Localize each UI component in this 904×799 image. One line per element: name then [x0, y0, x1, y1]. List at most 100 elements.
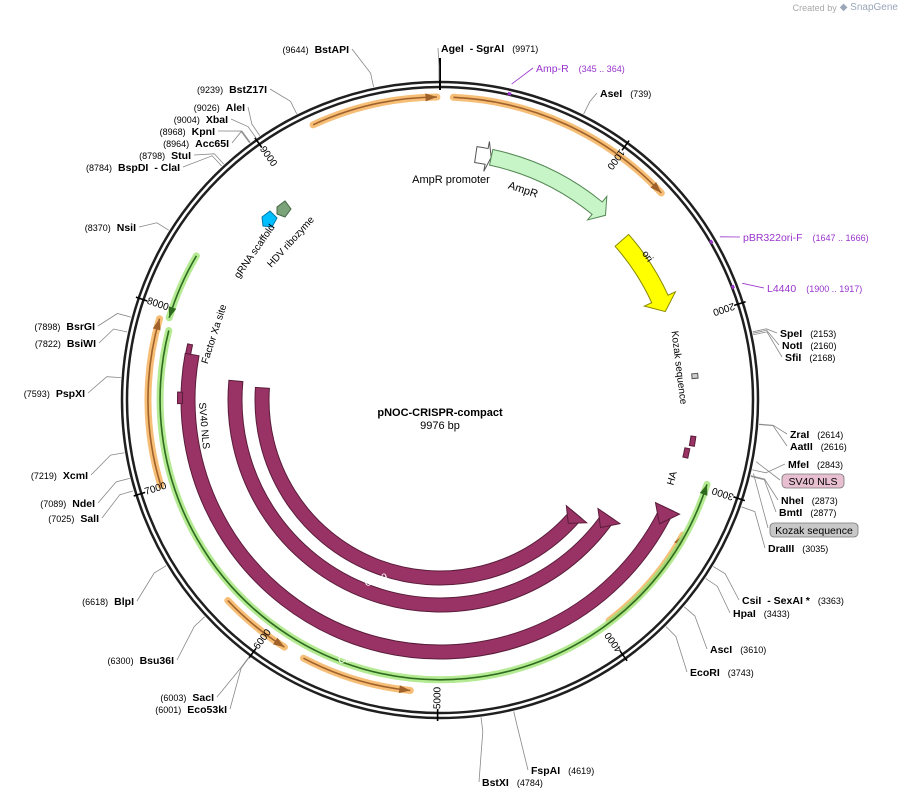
enzyme-site-xbai[interactable]: (9004)XbaI: [174, 114, 257, 139]
enzyme-site-fspai[interactable]: FspAI(4619): [513, 711, 594, 777]
enzyme-site-bstapi[interactable]: (9644)BstAPI: [283, 44, 374, 88]
enzyme-label[interactable]: BstXI(4784): [482, 777, 543, 789]
ha-block-1: [688, 435, 697, 447]
enzyme-site-kpni[interactable]: (8968)KpnI: [160, 126, 251, 143]
enzyme-site-bsu36i[interactable]: (6300)Bsu36I: [108, 616, 205, 667]
primer-l4440[interactable]: L4440(1900 .. 1917): [730, 282, 862, 295]
enzyme-site-mfei[interactable]: MfeI(2843): [752, 459, 843, 474]
tick-label-4000: 4000: [603, 629, 625, 654]
enzyme-label[interactable]: AscI(3610): [710, 644, 766, 656]
enzyme-label[interactable]: (7219)XcmI: [31, 470, 88, 482]
orange-feature-bottom-head: [398, 685, 411, 694]
enzyme-site-zrai[interactable]: ZraI(2614): [759, 423, 843, 441]
enzyme-label[interactable]: BmtI(2877): [779, 507, 836, 519]
enzyme-site-bstxi[interactable]: BstXI(4784): [478, 717, 543, 789]
enzyme-label[interactable]: CsiI- SexAI *(3363): [742, 595, 844, 607]
enzyme-label[interactable]: (6001)Eco53kI: [155, 704, 227, 716]
enzyme-label[interactable]: FspAI(4619): [531, 765, 594, 777]
enzyme-label[interactable]: NheI(2873): [781, 495, 838, 507]
enzyme-site-csii[interactable]: CsiI- SexAI *(3363): [713, 566, 844, 607]
enzyme-label[interactable]: AseI(739): [600, 88, 651, 100]
primer-amp-r[interactable]: Amp-R(345 .. 364): [507, 63, 625, 96]
enzyme-label[interactable]: ZraI(2614): [790, 429, 843, 441]
enzyme-label[interactable]: (6300)Bsu36I: [108, 655, 175, 667]
enzyme-label[interactable]: (8964)Acc65I: [163, 138, 229, 150]
enzyme-label[interactable]: (9026)AleI: [194, 102, 245, 114]
enzyme-site-noti[interactable]: NotI(2160): [752, 329, 836, 352]
enzyme-label[interactable]: (8370)NsiI: [85, 222, 136, 234]
enzyme-label[interactable]: (7025)SalI: [48, 513, 99, 525]
enzyme-site-spei[interactable]: SpeI(2153): [752, 328, 837, 340]
enzyme-label[interactable]: (7593)PspXI: [24, 388, 85, 400]
enzyme-label[interactable]: EcoRI(3743): [690, 667, 754, 679]
enzyme-label[interactable]: (8784)BspDI- ClaI: [86, 162, 180, 174]
enzyme-label[interactable]: (6618)BlpI: [82, 596, 134, 608]
enzyme-site-saci[interactable]: (6003)SacI: [160, 656, 250, 704]
enzyme-label[interactable]: SpeI(2153): [780, 328, 836, 340]
enzyme-site-sfii[interactable]: SfiI (2168): [753, 331, 835, 364]
enzyme-site-alei[interactable]: (9026)AleI: [194, 102, 261, 136]
map-length: 9976 bp: [420, 420, 460, 432]
enzyme-site-agei[interactable]: AgeI- SgrAI(9971): [437, 43, 538, 81]
enzyme-leader-line: [437, 47, 440, 81]
enzyme-label[interactable]: HpaI(3433): [733, 608, 790, 620]
enzyme-label[interactable]: (9004)XbaI: [174, 114, 228, 126]
primer-labels[interactable]: Amp-R(345 .. 364) pBR322ori-F(1647 .. 166…: [507, 63, 869, 295]
enzyme-site-ecori[interactable]: EcoRI(3743): [665, 626, 754, 679]
enzyme-leader-line: [247, 106, 261, 136]
enzyme-site-eco53ki[interactable]: (6001)Eco53kI: [155, 656, 250, 716]
orange-feature-bottom: [300, 654, 414, 694]
enzyme-label[interactable]: SfiI (2168): [785, 352, 835, 364]
snapgene-logo: ◆ SnapGene: [839, 2, 898, 13]
enzyme-site-acc65i[interactable]: (8964)Acc65I: [163, 130, 250, 150]
enzyme-site-blpi[interactable]: (6618)BlpI: [82, 565, 167, 608]
enzyme-site-xcmi[interactable]: (7219)XcmI: [31, 452, 125, 482]
enzyme-label[interactable]: MfeI(2843): [788, 459, 843, 471]
primer-range: (1647 .. 1666): [813, 233, 869, 243]
enzyme-site-pspxi[interactable]: (7593)PspXI: [24, 376, 121, 400]
enzyme-site-nhei[interactable]: NheI(2873): [750, 475, 838, 507]
enzyme-position: (9004): [174, 115, 200, 125]
enzyme-label[interactable]: (8798)StuI: [139, 150, 191, 162]
enzyme-site-bmti[interactable]: BmtI(2877): [750, 476, 837, 519]
orange-feature-bottom-left-head: [272, 637, 285, 648]
enzyme-leader-line: [217, 130, 251, 143]
enzyme-site-asci[interactable]: AscI(3610): [683, 606, 766, 656]
primer-label[interactable]: pBR322ori-F(1647 .. 1666): [743, 232, 869, 244]
enzyme-label[interactable]: (7822)BsiWI: [35, 338, 96, 350]
enzyme-label[interactable]: NotI(2160): [782, 340, 836, 352]
enzyme-label[interactable]: (7898)BsrGI: [34, 321, 95, 333]
enzyme-name: AscI: [710, 644, 732, 656]
enzyme-site-bstz17i[interactable]: (9239)BstZ17I: [197, 84, 298, 115]
primer-label[interactable]: Amp-R(345 .. 364): [536, 63, 625, 75]
enzyme-label[interactable]: (6003)SacI: [160, 692, 214, 704]
enzyme-position: (2168): [809, 353, 835, 363]
enzyme-site-bsrgi[interactable]: (7898)BsrGI: [34, 313, 132, 333]
enzyme-label[interactable]: (9239)BstZ17I: [197, 84, 267, 96]
enzyme-label[interactable]: (8968)KpnI: [160, 126, 215, 138]
primer-pbr322ori-f[interactable]: pBR322ori-F(1647 .. 1666): [709, 232, 869, 245]
enzyme-label[interactable]: (9644)BstAPI: [283, 44, 350, 56]
enzyme-site-draiii[interactable]: DraIII(3035): [741, 506, 829, 555]
enzyme-leader-line: [759, 424, 788, 447]
enzyme-name: SfiI: [785, 352, 801, 364]
primer-label[interactable]: L4440(1900 .. 1917): [767, 283, 862, 295]
enzyme-label[interactable]: DraIII(3035): [768, 543, 828, 555]
enzyme-site-aatii[interactable]: AatII(2616): [759, 424, 847, 453]
enzyme-site-bsiwi[interactable]: (7822)BsiWI: [35, 328, 128, 350]
enzyme-label[interactable]: (7089)NdeI: [40, 498, 95, 510]
enzyme-label[interactable]: AatII(2616): [790, 441, 847, 453]
enzyme-site-ndei[interactable]: (7089)NdeI: [40, 478, 130, 510]
enzyme-site-stui[interactable]: (8798)StuI: [139, 150, 225, 165]
green-feature-long-head: [699, 484, 708, 496]
enzyme-leader-line: [750, 476, 777, 513]
enzyme-name: BstAPI: [315, 44, 350, 56]
enzyme-site-sali[interactable]: (7025)SalI: [48, 490, 134, 525]
enzyme-site-nsii[interactable]: (8370)NsiI: [85, 222, 169, 234]
enzyme-labels[interactable]: AgeI- SgrAI(9971) AseI(739) SpeI(2153)NotI…: [24, 43, 847, 789]
cas9-outer-head-shape: [654, 501, 681, 525]
enzyme-site-hpai[interactable]: HpaI(3433): [705, 578, 790, 620]
enzyme-label[interactable]: AgeI- SgrAI(9971): [441, 43, 538, 55]
enzyme-site-bspdi[interactable]: (8784)BspDI- ClaI: [86, 155, 222, 174]
enzyme-site-asei[interactable]: AseI(739): [583, 88, 652, 115]
